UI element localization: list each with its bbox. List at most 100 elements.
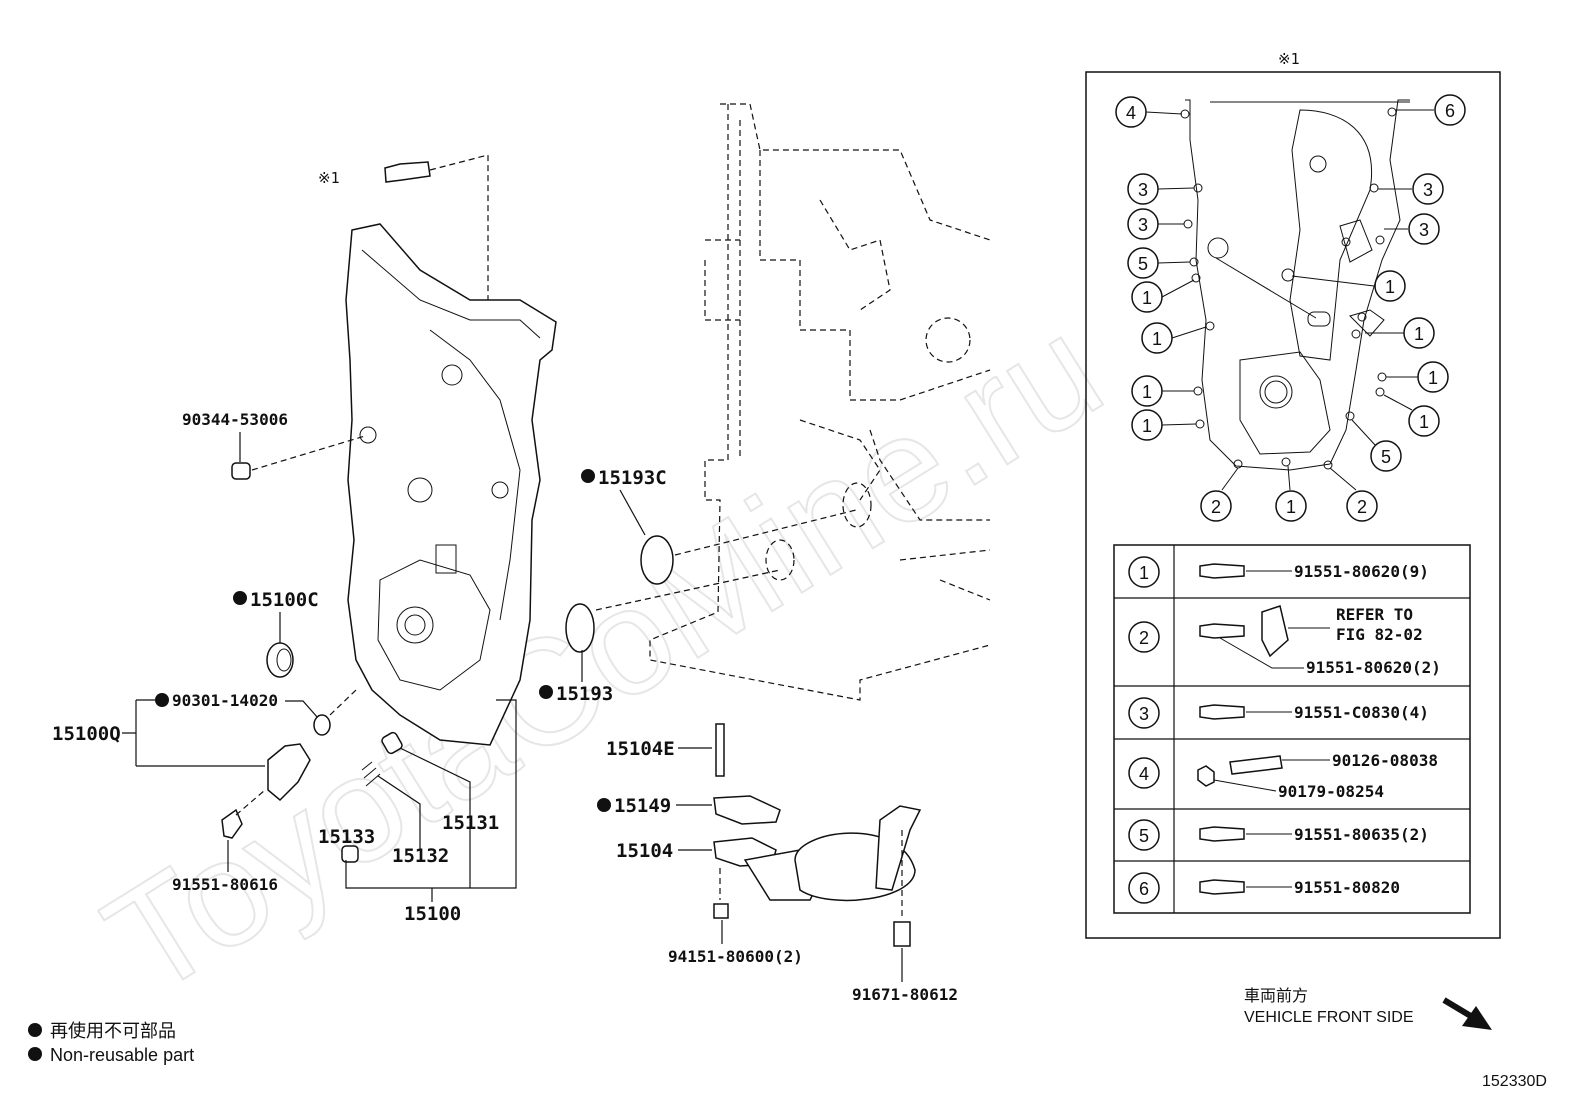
engine-block [649, 103, 991, 701]
table-row: 5 91551-80635(2) [1128, 819, 1429, 851]
callout-3: 3 [1408, 213, 1440, 245]
row-part: 91551-80620(2) [1306, 658, 1441, 677]
front-jp: 車両前方 [1244, 987, 1308, 1005]
part-90344: 90344-53006 [182, 410, 366, 480]
callout-3: 3 [1412, 173, 1444, 205]
svg-text:1: 1 [1428, 368, 1438, 388]
watermark: ToyotaCoMine.ru [78, 284, 1129, 1027]
legend-en: Non-reusable part [50, 1045, 194, 1065]
row-part: 91551-80635(2) [1294, 825, 1429, 844]
vehicle-front-indicator: 車両前方 VEHICLE FRONT SIDE [1244, 987, 1492, 1030]
svg-text:1: 1 [1142, 288, 1152, 308]
label-91551-80616: 91551-80616 [172, 875, 278, 894]
svg-text:1: 1 [1286, 497, 1296, 517]
oil-strainer-group: 15104E 15149 15104 94151-80600(2) 91671-… [597, 723, 958, 1004]
label-15131: 15131 [442, 812, 499, 834]
front-arrow-icon [1442, 997, 1492, 1030]
callout-4: 4 [1115, 96, 1147, 128]
svg-text:3: 3 [1138, 180, 1148, 200]
callout-1: 1 [1417, 361, 1449, 393]
bolt-callouts: 4 6 3 3 3 3 5 1 1 1 1 1 1 1 1 5 2 1 2 [1115, 94, 1466, 522]
label-15100: 15100 [404, 903, 461, 925]
refer-line-1: REFER TO [1336, 605, 1413, 624]
row-part: 91551-C0830(4) [1294, 703, 1429, 722]
label-94151: 94151-80600(2) [668, 947, 803, 966]
callout-3: 3 [1127, 173, 1159, 205]
svg-text:1: 1 [1152, 329, 1162, 349]
callout-1: 1 [1141, 322, 1173, 354]
callout-1: 1 [1374, 270, 1406, 302]
svg-text:2: 2 [1211, 497, 1221, 517]
timing-cover [345, 223, 557, 746]
row-number: 5 [1139, 826, 1149, 846]
part-91551-80616: 91551-80616 [172, 789, 278, 894]
label-15104: 15104 [616, 840, 673, 862]
label-90344: 90344-53006 [182, 410, 288, 429]
part-plunger-group: 15131 15132 15133 15100 [318, 699, 517, 925]
row-part: 91551-80620(9) [1294, 562, 1429, 581]
bolt-table: 1 91551-80620(9) 2 REFER TO FIG 82-02 91… [1113, 544, 1471, 914]
front-en: VEHICLE FRONT SIDE [1244, 1009, 1414, 1026]
table-row: 6 91551-80820 [1128, 872, 1400, 904]
callout-1: 1 [1131, 375, 1163, 407]
row-number: 3 [1139, 704, 1149, 724]
table-row: 4 90126-08038 90179-08254 [1128, 751, 1438, 801]
svg-text:1: 1 [1414, 324, 1424, 344]
part-15193: 15193 [539, 569, 781, 705]
row-number: 4 [1139, 764, 1149, 784]
part-15100C: 15100C [233, 589, 319, 678]
row-number: 2 [1139, 628, 1149, 648]
callout-1: 2 [1346, 490, 1378, 522]
svg-text:2: 2 [1357, 497, 1367, 517]
refer-line-2: FIG 82-02 [1336, 625, 1423, 644]
callout-1: 1 [1403, 317, 1435, 349]
svg-text:5: 5 [1138, 254, 1148, 274]
svg-text:6: 6 [1445, 101, 1455, 121]
svg-text:4: 4 [1126, 103, 1136, 123]
figure-code: 152330D [1482, 1073, 1547, 1090]
svg-text:1: 1 [1142, 382, 1152, 402]
legend-jp: 再使用不可部品 [50, 1021, 176, 1041]
label-90301: 90301-14020 [172, 691, 278, 710]
part-15100Q: 15100Q [52, 699, 311, 802]
svg-text:3: 3 [1423, 180, 1433, 200]
label-15104E: 15104E [606, 738, 675, 760]
label-15193: 15193 [556, 683, 613, 705]
callout-5: 5 [1127, 247, 1159, 279]
label-15193C: 15193C [598, 467, 667, 489]
callout-3: 3 [1127, 208, 1159, 240]
row-part-2: 90179-08254 [1278, 782, 1384, 801]
label-15133: 15133 [318, 826, 375, 848]
label-15132: 15132 [392, 845, 449, 867]
table-row: 2 REFER TO FIG 82-02 91551-80620(2) [1128, 605, 1441, 677]
callout-1: 1 [1131, 281, 1163, 313]
callout-2: 1 [1275, 490, 1307, 522]
row-number: 1 [1139, 563, 1149, 583]
callout-6: 6 [1434, 94, 1466, 126]
callout-2: 5 [1370, 440, 1402, 472]
table-row: 3 91551-C0830(4) [1128, 697, 1429, 729]
bolt-note-1: ※1 [318, 154, 489, 300]
row-number: 6 [1139, 879, 1149, 899]
table-row: 1 91551-80620(9) [1128, 556, 1429, 588]
svg-text:3: 3 [1419, 220, 1429, 240]
svg-text:3: 3 [1138, 215, 1148, 235]
legend: 再使用不可部品 Non-reusable part [28, 1021, 194, 1065]
bolt-position-panel: ※1 [1085, 50, 1501, 939]
svg-text:1: 1 [1419, 412, 1429, 432]
part-15193C: 15193C [581, 467, 857, 585]
callout-5: 1 [1408, 405, 1440, 437]
row-part: 90126-08038 [1332, 751, 1438, 770]
row-part: 91551-80820 [1294, 878, 1400, 897]
note-mark-1: ※1 [318, 169, 340, 187]
label-15100C: 15100C [250, 589, 319, 611]
callout-1: 1 [1131, 409, 1163, 441]
callout-1: 2 [1200, 490, 1232, 522]
label-15149: 15149 [614, 795, 671, 817]
svg-text:1: 1 [1142, 416, 1152, 436]
svg-text:1: 1 [1385, 277, 1395, 297]
label-15100Q: 15100Q [52, 723, 121, 745]
note-mark-panel: ※1 [1278, 50, 1300, 68]
label-91671: 91671-80612 [852, 985, 958, 1004]
